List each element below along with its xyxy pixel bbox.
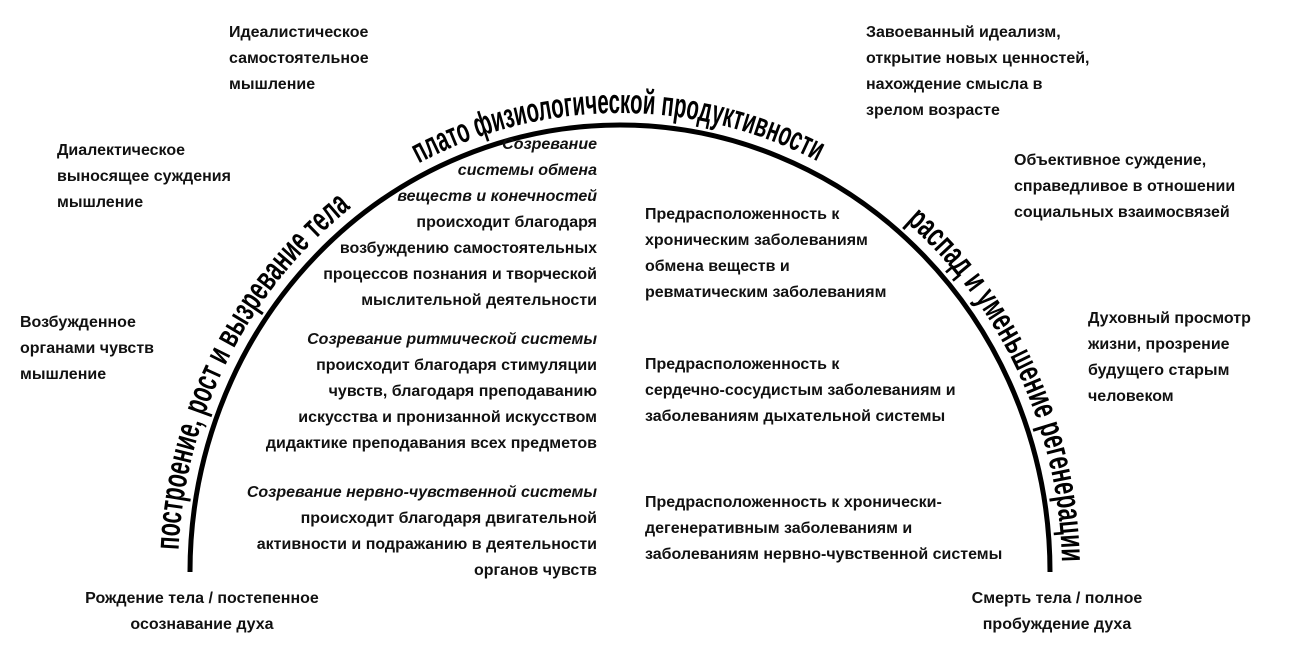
text-line: Созревание: [502, 136, 597, 153]
text-line: органов чувств: [473, 562, 597, 579]
text-line: социальных взаимосвязей: [1014, 204, 1230, 221]
text-line: органами чувств: [20, 340, 154, 357]
life-arc: [187, 122, 1053, 573]
thinking-stage-dialectic: Диалектическое выносящее суждения мышлен…: [57, 138, 231, 216]
text-line: Предрасположенность к хронически-: [645, 494, 942, 511]
text-line: сердечно-сосудистым заболеваниям и: [645, 382, 956, 399]
text-line: дидактике преподавания всех предметов: [265, 435, 597, 452]
text-line: Созревание ритмической системы: [307, 331, 597, 348]
text-line: происходит благодаря стимуляции: [316, 357, 597, 374]
maturation-metabolic-limb: Созревание системы обмена веществ и коне…: [323, 132, 597, 314]
text-line: веществ и конечностей: [397, 188, 597, 205]
text-line: Предрасположенность к: [645, 356, 840, 373]
text-line: ревматическим заболеваниям: [645, 284, 887, 301]
text-line: мышление: [57, 194, 144, 211]
text-line: пробуждение духа: [982, 616, 1132, 633]
text-line: Предрасположенность к: [645, 206, 840, 223]
text-line: хроническим заболеваниям: [645, 232, 868, 249]
text-line: Духовный просмотр: [1088, 310, 1251, 327]
text-line: активности и подражанию в деятельности: [256, 536, 597, 553]
text-line: системы обмена: [457, 162, 597, 179]
text-line: будущего старым: [1088, 362, 1230, 379]
text-line: Возбужденное: [20, 314, 136, 331]
maturation-rhythmic: Созревание ритмической системы происходи…: [266, 327, 597, 457]
objective-judgment-note: Объективное суждение, справедливое в отн…: [1014, 148, 1235, 226]
text-line: искусства и пронизанной искусством: [298, 409, 597, 426]
thinking-stage-idealistic: Идеалистическое самостоятельное мышление: [229, 20, 369, 98]
text-line: заболеваниям дыхательной системы: [645, 408, 946, 425]
predisposition-cardiovascular: Предрасположенность к сердечно-сосудисты…: [645, 352, 956, 430]
text-line: процессов познания и творческой: [323, 266, 597, 283]
predisposition-degenerative: Предрасположенность к хронически- дегене…: [645, 490, 1002, 568]
text-line: человеком: [1088, 388, 1174, 405]
mature-idealism-note: Завоеванный идеализм, открытие новых цен…: [866, 20, 1090, 124]
text-line: выносящее суждения: [57, 168, 231, 185]
birth-label: Рождение тела / постепенное осознавание …: [62, 586, 342, 638]
text-line: мыслительной деятельности: [361, 292, 597, 309]
text-line: возбуждению самостоятельных: [339, 240, 597, 257]
text-line: зрелом возрасте: [866, 102, 1000, 119]
text-line: нахождение смысла в: [866, 76, 1043, 93]
text-line: дегенеративным заболеваниям и: [645, 520, 913, 537]
text-line: Завоеванный идеализм,: [866, 24, 1061, 41]
text-line: самостоятельное: [229, 50, 369, 67]
text-line: мышление: [229, 76, 316, 93]
death-label: Смерть тела / полное пробуждение духа: [937, 586, 1177, 638]
text-line: мышление: [20, 366, 107, 383]
text-line: жизни, прозрение: [1088, 336, 1230, 353]
text-line: Рождение тела / постепенное: [85, 590, 319, 607]
text-line: чувств, благодаря преподаванию: [328, 383, 597, 400]
text-line: обмена веществ и: [645, 258, 790, 275]
text-line: Объективное суждение,: [1014, 152, 1207, 169]
text-line: Идеалистическое: [229, 24, 369, 41]
text-line: справедливое в отношении: [1014, 178, 1236, 195]
text-line: происходит благодаря: [416, 214, 597, 231]
spiritual-review-note: Духовный просмотр жизни, прозрение будущ…: [1088, 306, 1251, 410]
text-line: Диалектическое: [57, 142, 186, 159]
text-line: Смерть тела / полное: [971, 590, 1143, 607]
text-line: Созревание нервно-чувственной системы: [246, 484, 597, 501]
maturation-nerve-sense: Созревание нервно-чувственной системы пр…: [247, 480, 597, 584]
text-line: заболеваниям нервно-чувственной системы: [645, 546, 1003, 563]
text-line: происходит благодаря двигательной: [300, 510, 597, 527]
text-line: открытие новых ценностей,: [866, 50, 1090, 67]
predisposition-metabolic: Предрасположенность к хроническим заболе…: [645, 202, 886, 306]
thinking-stage-sensory: Возбужденное органами чувств мышление: [20, 310, 154, 388]
text-line: осознавание духа: [130, 616, 274, 633]
